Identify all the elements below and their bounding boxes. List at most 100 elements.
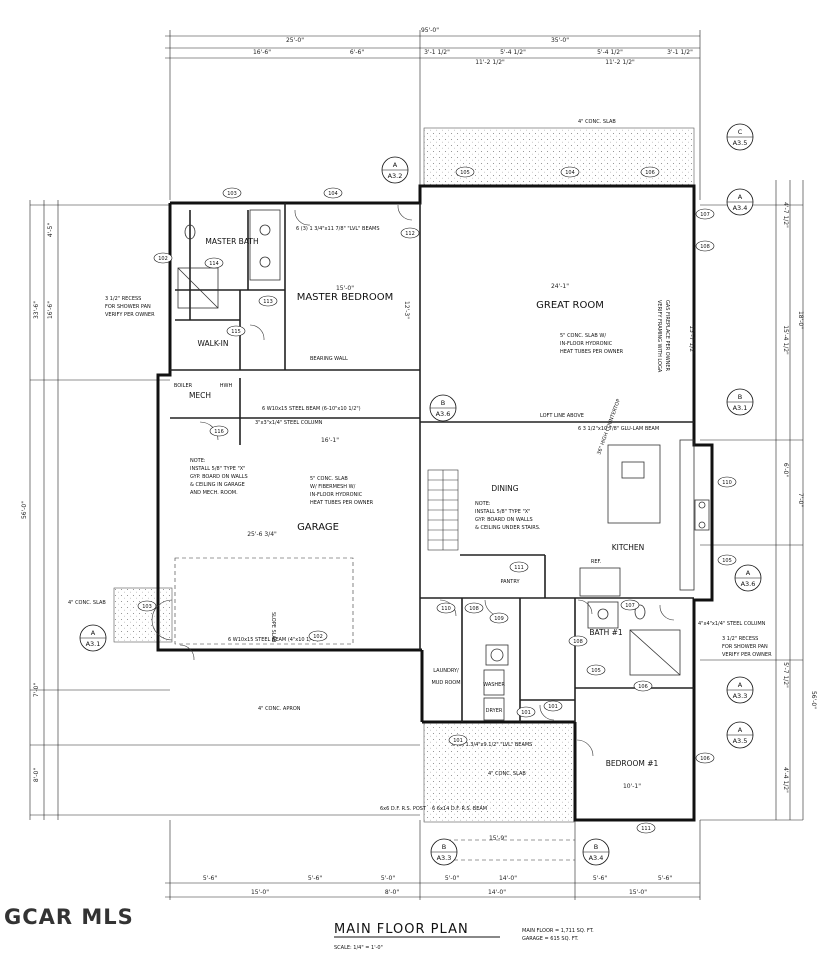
door-tag: 102 [308,630,328,642]
svg-text:15'-4 1/2": 15'-4 1/2" [782,325,789,355]
svg-text:7'-0": 7'-0" [797,493,804,507]
door-tag: 114 [204,257,224,269]
svg-text:3 1/2" RECESS: 3 1/2" RECESS [722,636,758,642]
svg-text:95'-0": 95'-0" [421,27,439,34]
garage-note: NOTE: INSTALL 5/8" TYPE "X" GYP. BOARD O… [190,458,248,496]
section-marker: A A3.6 [734,564,762,592]
svg-text:107: 107 [700,212,710,218]
slab-left [113,587,173,643]
svg-text:107: 107 [625,603,635,609]
svg-text:105: 105 [460,170,470,176]
dimension-text: 95'-0" 25'-0" 35'-0" 16'-6" 6'-6" 3'-1 1… [21,27,817,896]
steel-beam-label: 6 W10x15 STEEL BEAM (6-10"x10 1/2") [262,406,361,412]
svg-text:GAS FIREPLACE PER OWNER: GAS FIREPLACE PER OWNER [664,300,670,372]
door-tag: 102 [153,252,173,264]
post-label: 6x6 D.F. R.S. POST [380,806,427,812]
door-tag: 101 [448,734,468,746]
svg-text:16'-1": 16'-1" [321,437,339,444]
svg-text:10'-1": 10'-1" [623,783,641,790]
svg-text:15'-0": 15'-0" [629,889,647,896]
section-marker: C A3.5 [726,123,754,151]
svg-text:56'-0": 56'-0" [21,501,28,519]
interior-walls [170,203,694,722]
svg-text:A3.1: A3.1 [86,640,101,648]
garage-slab-note: 5" CONC. SLAB W/ FIBERMESH W/ IN-FLOOR H… [310,476,374,506]
section-marker: A A3.5 [726,721,754,749]
svg-text:11'-2 1/2": 11'-2 1/2" [475,59,505,66]
door-tag: 113 [258,295,278,307]
svg-text:A3.4: A3.4 [733,204,748,212]
door-tag: 112 [400,227,420,239]
room-bedroom: BEDROOM #1 [606,759,659,768]
svg-text:A3.4: A3.4 [589,854,604,862]
svg-text:5'-6": 5'-6" [593,875,607,882]
svg-text:A3.1: A3.1 [733,404,748,412]
svg-text:5" CONC. SLAB W/: 5" CONC. SLAB W/ [560,333,606,339]
svg-text:8'-0": 8'-0" [385,889,399,896]
stairs [427,469,459,551]
washer-label: WASHER [483,682,505,688]
svg-text:A3.6: A3.6 [436,410,451,418]
svg-text:B: B [594,843,598,851]
svg-text:AND MECH. ROOM.: AND MECH. ROOM. [190,490,238,496]
room-walk-in: WALK-IN [198,339,229,348]
fireplace-note: GAS FIREPLACE PER OWNER VERIFY FRAMING W… [656,300,670,373]
svg-text:101: 101 [521,710,531,716]
door-tag: 111 [509,561,529,573]
garage-door [174,557,575,861]
svg-text:5'-0": 5'-0" [445,875,459,882]
bearing-wall-label: BEARING WALL [310,356,348,362]
svg-text:5'-4 1/2": 5'-4 1/2" [500,49,526,56]
svg-text:114: 114 [209,261,219,267]
section-marker: A A3.1 [79,624,107,652]
door-tag: 108 [464,602,484,614]
section-marker: B A3.6 [429,394,457,422]
dining-note: NOTE: INSTALL 5/8" TYPE "X" GYP. BOARD O… [475,501,541,531]
window-tag: 106 [695,752,715,764]
section-marker: A A3.3 [726,676,754,704]
main-floor-area: MAIN FLOOR = 1,711 SQ. FT. [522,928,594,934]
drawing-title: MAIN FLOOR PLAN [334,922,469,937]
ref-label: REF. [591,559,602,565]
svg-text:5'-6": 5'-6" [203,875,217,882]
section-marker: B A3.4 [582,838,610,866]
svg-text:VERIFY FRAMING WITH LOGA: VERIFY FRAMING WITH LOGA [656,300,662,373]
boiler-label: BOILER [174,383,193,389]
door-tag: 109 [489,612,509,624]
shower-recess-note-right: 3 1/2" RECESS FOR SHOWER PAN VERIFY PER … [722,636,772,658]
svg-text:A: A [738,681,743,689]
room-bath: BATH #1 [589,628,623,637]
kitchen-fixtures [579,439,710,597]
door-tag: 101 [516,706,536,718]
svg-text:111: 111 [641,826,651,832]
exterior-walls [156,184,714,822]
door-tag: 104 [323,187,343,199]
room-mud-room: MUD ROOM [431,680,460,686]
svg-text:4'-4 1/2": 4'-4 1/2" [782,767,789,793]
svg-text:5'-4 1/2": 5'-4 1/2" [597,49,623,56]
svg-text:A: A [91,629,96,637]
svg-text:3 1/2" RECESS: 3 1/2" RECESS [105,296,141,302]
svg-text:35'-0": 35'-0" [551,37,569,44]
svg-text:110: 110 [441,606,451,612]
svg-text:25'-0": 25'-0" [286,37,304,44]
steel-column-label: 3"x3"x1/4" STEEL COLUMN [255,420,323,426]
svg-text:108: 108 [469,606,479,612]
svg-text:& CEILING IN GARAGE: & CEILING IN GARAGE [190,482,245,488]
room-kitchen: KITCHEN [612,543,645,552]
svg-text:104: 104 [565,170,575,176]
room-mech: MECH [189,391,211,400]
svg-text:FOR SHOWER PAN: FOR SHOWER PAN [105,304,151,310]
svg-text:25'-6 3/4": 25'-6 3/4" [247,531,277,538]
svg-text:109: 109 [494,616,504,622]
svg-text:A3.6: A3.6 [741,580,756,588]
shower-recess-note-left: 3 1/2" RECESS FOR SHOWER PAN VERIFY PER … [105,296,155,318]
bath-fixtures [177,209,681,721]
svg-text:B: B [738,393,742,401]
svg-text:A3.2: A3.2 [388,172,403,180]
svg-text:12'-3": 12'-3" [403,301,410,319]
svg-text:A3.3: A3.3 [733,692,748,700]
hwh-label: HWH [220,383,233,389]
svg-text:14'-0": 14'-0" [499,875,517,882]
dimension-lines [29,30,804,900]
